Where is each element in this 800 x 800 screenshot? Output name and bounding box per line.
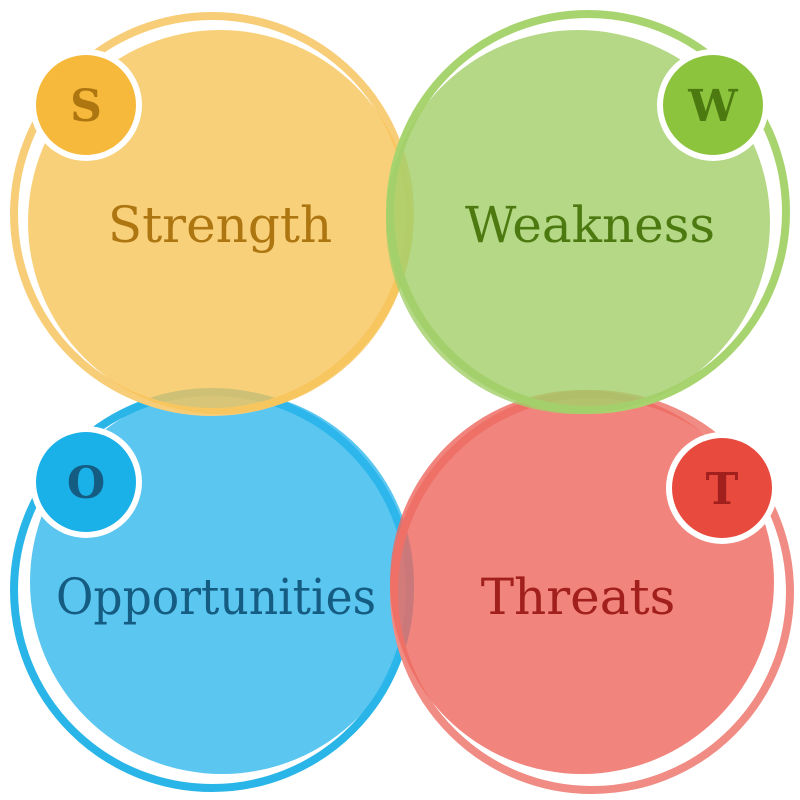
badge-o: O: [30, 426, 142, 538]
badge-o-letter: O: [67, 458, 105, 509]
badge-t-letter: T: [706, 464, 739, 515]
badge-w-letter: W: [687, 81, 738, 132]
weakness-label: Weakness: [465, 196, 715, 254]
badge-w-circle: [663, 55, 763, 155]
strength-label: Strength: [108, 196, 332, 254]
opportunities-label: Opportunities: [56, 568, 376, 626]
badge-o-circle: [36, 432, 136, 532]
badge-w: W: [657, 49, 769, 161]
badge-s-circle: [36, 55, 136, 155]
badge-s-letter: S: [70, 81, 102, 132]
badge-s: S: [30, 49, 142, 161]
threats-label: Threats: [481, 568, 676, 626]
badge-t: T: [666, 432, 778, 544]
badge-t-circle: [672, 438, 772, 538]
